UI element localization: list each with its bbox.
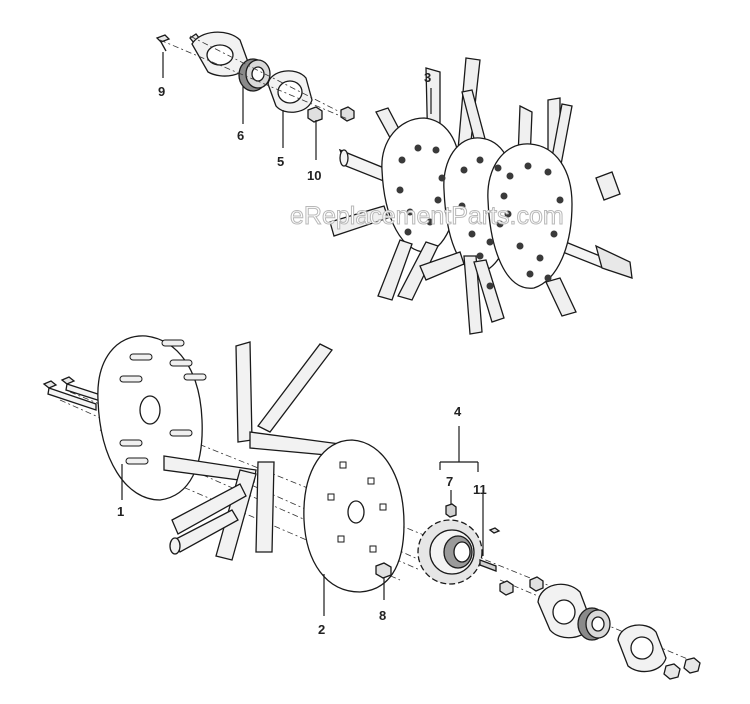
- tine-assembly: [329, 57, 633, 335]
- tine-plate-1: [97, 335, 207, 501]
- set-screw-7: [445, 503, 457, 518]
- callout-10: 10: [307, 168, 321, 183]
- disc-bolts: [396, 144, 564, 290]
- callout-2: 2: [318, 622, 325, 637]
- tine-arms-lower: [329, 205, 577, 335]
- callout-11: 11: [473, 482, 487, 497]
- flange-bolts-lower: [663, 657, 701, 680]
- leader-lines: [121, 52, 484, 616]
- watermark-text: eReplacementParts.com: [290, 202, 564, 230]
- tine-disc-3: [487, 143, 573, 289]
- callout-1: 1: [117, 504, 124, 519]
- key-11: [479, 527, 501, 572]
- bearing-top: [238, 58, 271, 92]
- hex-nut-top-right: [340, 106, 355, 122]
- callout-labels: 9 6 5 10 3 1 2 8 4 7 11: [117, 70, 487, 637]
- callout-5: 5: [277, 154, 284, 169]
- flange-plate-top-left: [191, 31, 249, 77]
- tine-plate-2: [303, 439, 405, 593]
- plate-1-studs: [119, 339, 207, 465]
- sprocket: [417, 519, 483, 585]
- flange-plate-lower-right: [617, 624, 667, 673]
- hex-nut-10: [307, 106, 323, 123]
- flange-plate-top-right: [267, 70, 313, 113]
- hex-nut-lower-1: [499, 580, 514, 596]
- callout-6: 6: [237, 128, 244, 143]
- callout-7: 7: [446, 474, 453, 489]
- hex-nut-lower-2: [529, 576, 544, 592]
- top-hardware-group: [155, 31, 355, 123]
- lower-hardware-group: [499, 576, 701, 680]
- callout-9: 9: [158, 84, 165, 99]
- callout-4: 4: [454, 404, 462, 419]
- plate-2-slots: [327, 461, 387, 553]
- bearing-lower: [577, 607, 611, 641]
- callout-8: 8: [379, 608, 386, 623]
- hex-nut-8: [375, 562, 392, 579]
- callout-3: 3: [424, 70, 431, 85]
